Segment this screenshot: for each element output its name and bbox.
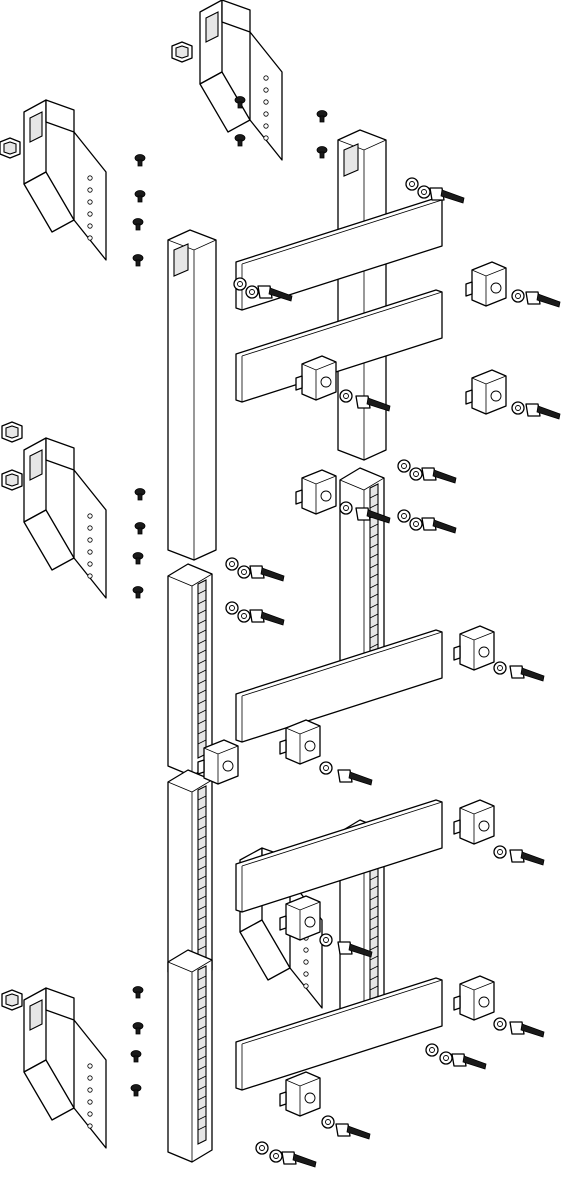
- angle-bracket-bottom-left: [23, 987, 107, 1149]
- angle-bracket-middle-left: [23, 437, 107, 599]
- angle-bracket-upper-left: [23, 99, 107, 261]
